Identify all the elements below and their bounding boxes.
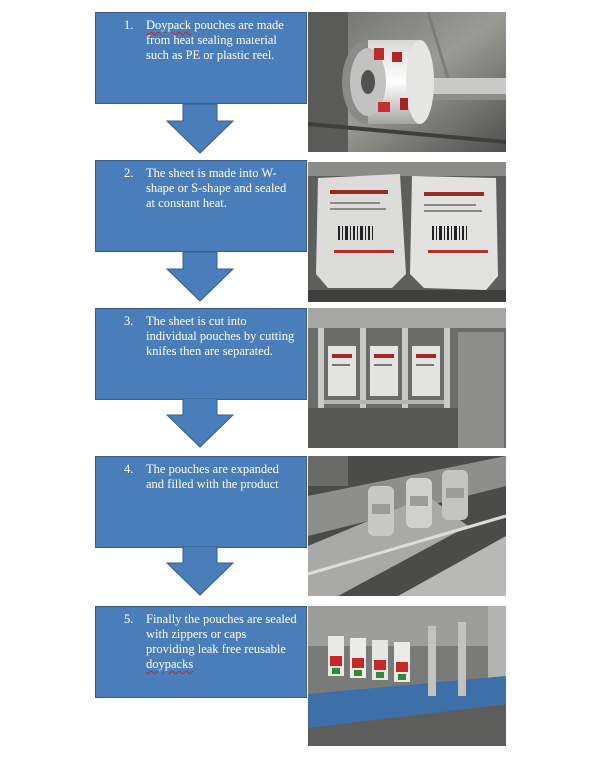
- step-description: Finally the pouches are sealed with zipp…: [146, 612, 298, 672]
- step-description: The pouches are expanded and filled with…: [146, 462, 298, 492]
- photo-cutting-station: [308, 308, 506, 448]
- step-box-2: 2. The sheet is made into W-shape or S-s…: [95, 160, 307, 252]
- step-box-5: 5. Finally the pouches are sealed with z…: [95, 606, 307, 698]
- down-arrow-4: [166, 546, 234, 596]
- step-text-after: pouches are made from heat sealing mater…: [146, 18, 284, 62]
- step-number: 4.: [124, 462, 134, 476]
- step-number: 2.: [124, 166, 134, 180]
- cutting-station-image: [308, 308, 506, 448]
- photo-capping-conveyor: [308, 606, 506, 746]
- step-text-before: The pouches are expanded and filled with…: [146, 462, 279, 491]
- photo-film-reel: [308, 12, 506, 152]
- down-arrow-2: [166, 252, 234, 302]
- step-number: 3.: [124, 314, 134, 328]
- step-text-2: 2. The sheet is made into W-shape or S-s…: [108, 166, 298, 211]
- step-text-before: The sheet is made into W-shape or S-shap…: [146, 166, 287, 210]
- down-arrow-icon: [166, 398, 234, 448]
- step-text-3: 3. The sheet is cut into individual pouc…: [108, 314, 298, 359]
- down-arrow-1: [166, 104, 234, 154]
- step-number: 1.: [124, 18, 134, 32]
- photo-formed-pouches: [308, 162, 506, 302]
- step-text-before: The sheet is cut into individual pouches…: [146, 314, 295, 358]
- down-arrow-icon: [166, 546, 234, 596]
- film-reel-machine-image: [308, 12, 506, 152]
- step-description: The sheet is made into W-shape or S-shap…: [146, 166, 298, 211]
- step-box-4: 4. The pouches are expanded and filled w…: [95, 456, 307, 548]
- step-box-3: 3. The sheet is cut into individual pouc…: [95, 308, 307, 400]
- capping-conveyor-image: [308, 606, 506, 746]
- spellcheck-flagged-word: Doypack: [146, 18, 192, 32]
- photo-filling-station: [308, 456, 506, 596]
- spellcheck-flagged-word: doypacks: [146, 657, 194, 671]
- step-number: 5.: [124, 612, 134, 626]
- down-arrow-icon: [166, 252, 234, 302]
- step-description: The sheet is cut into individual pouches…: [146, 314, 298, 359]
- down-arrow-icon: [166, 104, 234, 154]
- step-text-before: Finally the pouches are sealed with zipp…: [146, 612, 297, 656]
- step-box-1: 1. Doypack pouches are made from heat se…: [95, 12, 307, 104]
- step-text-1: 1. Doypack pouches are made from heat se…: [108, 18, 298, 63]
- step-text-4: 4. The pouches are expanded and filled w…: [108, 462, 298, 492]
- filling-station-image: [308, 456, 506, 596]
- step-text-5: 5. Finally the pouches are sealed with z…: [108, 612, 298, 672]
- down-arrow-3: [166, 398, 234, 448]
- step-description: Doypack pouches are made from heat seali…: [146, 18, 298, 63]
- formed-pouches-image: [308, 162, 506, 302]
